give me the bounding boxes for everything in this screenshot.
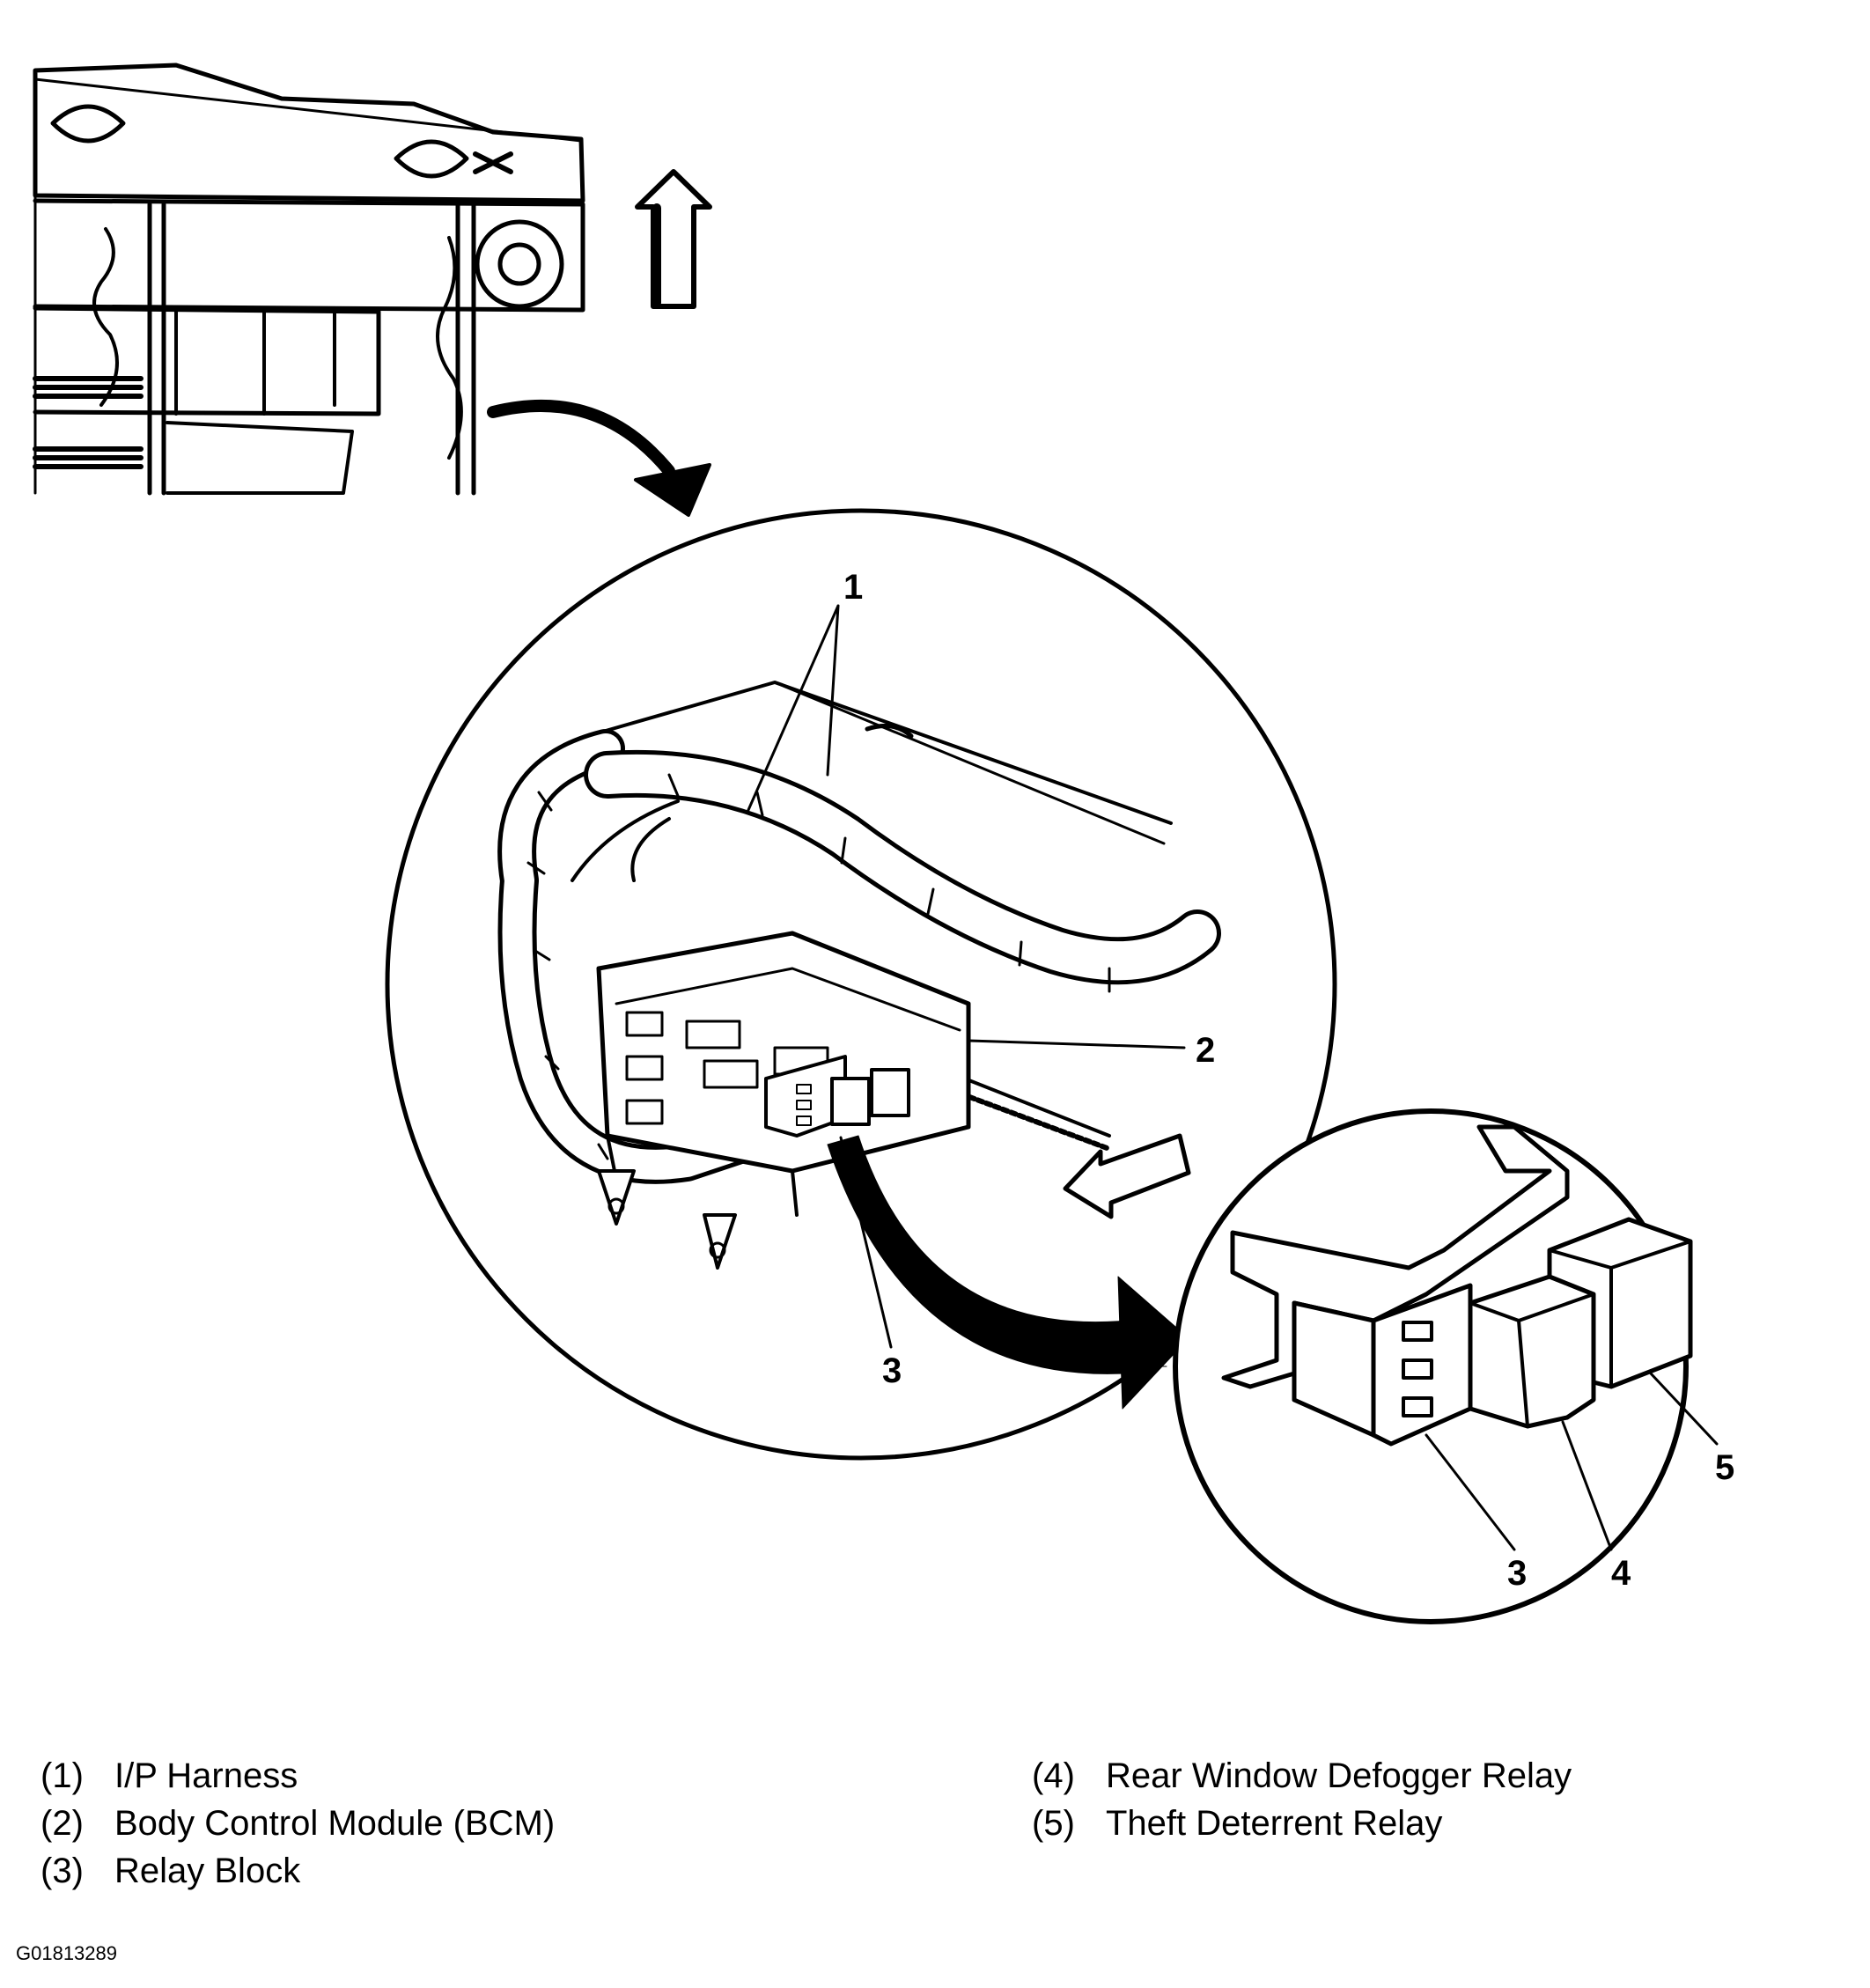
callout-5: 5 <box>1715 1448 1734 1487</box>
callout-1: 1 <box>843 568 863 607</box>
detail-view-circle <box>385 508 1337 1461</box>
legend-label: Rear Window Defogger Relay <box>1106 1756 1572 1795</box>
legend-number: (1) <box>40 1756 84 1795</box>
legend-left-column: (1) I/P Harness (2) Body Control Module … <box>40 1752 555 1895</box>
callout-3-closeup: 3 <box>1507 1554 1527 1593</box>
relay-closeup-circle <box>1158 1108 1719 1624</box>
callout-3: 3 <box>882 1351 902 1390</box>
callout-4: 4 <box>1611 1554 1631 1593</box>
figure-id: G01813289 <box>16 1942 117 1964</box>
legend-label: I/P Harness <box>114 1756 298 1795</box>
legend-number: (4) <box>1032 1756 1075 1795</box>
curved-pointer-arrow-icon <box>827 1135 1189 1410</box>
relay-location-diagram: 1 2 3 3 4 5 <box>33 63 1734 1624</box>
legend-number: (3) <box>40 1852 84 1890</box>
curved-pointer-arrow-icon <box>487 399 711 517</box>
legend-label: Theft Deterrent Relay <box>1106 1804 1443 1843</box>
legend-item: (2) Body Control Module (BCM) <box>40 1800 555 1847</box>
direction-arrow-icon <box>1063 1133 1191 1219</box>
legend-right-column: (4) Rear Window Defogger Relay (5) Theft… <box>1032 1752 1572 1847</box>
up-arrow-icon <box>635 169 712 309</box>
legend-item: (3) Relay Block <box>40 1847 555 1895</box>
legend-item: (5) Theft Deterrent Relay <box>1032 1800 1572 1847</box>
instrument-panel-overview <box>33 63 585 496</box>
legend-number: (5) <box>1032 1804 1075 1843</box>
legend-label: Body Control Module (BCM) <box>114 1804 556 1843</box>
legend-item: (1) I/P Harness <box>40 1752 555 1800</box>
legend-number: (2) <box>40 1804 84 1843</box>
legend-label: Relay Block <box>114 1852 301 1890</box>
callout-2: 2 <box>1196 1031 1215 1070</box>
legend-item: (4) Rear Window Defogger Relay <box>1032 1752 1572 1800</box>
